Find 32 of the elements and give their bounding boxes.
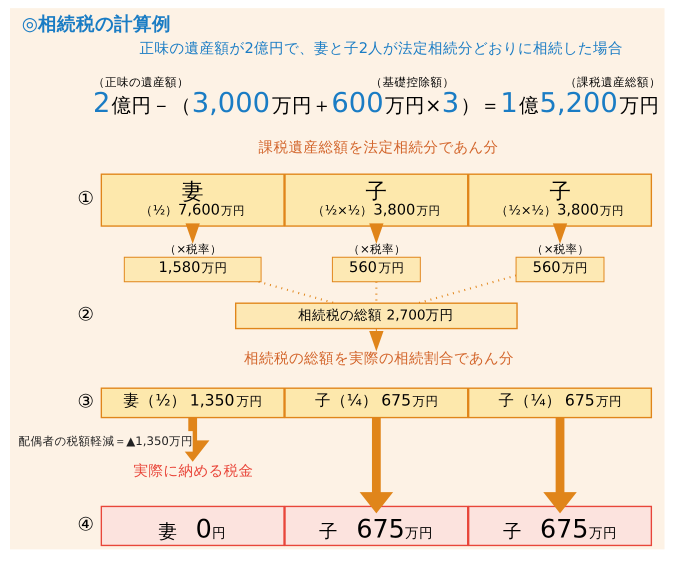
- node-box: 子（¼） 675万円: [468, 388, 652, 418]
- node-box: 相続税の総額 2,700万円: [235, 302, 518, 330]
- arrow: [360, 418, 394, 514]
- label: （正味の遺産額）: [93, 74, 190, 89]
- label: （基礎控除額）: [370, 74, 454, 89]
- arrow: [552, 223, 568, 244]
- label: （課税遺産総額）: [564, 74, 661, 89]
- node-label: （×税率）: [164, 242, 222, 256]
- arrow: [186, 223, 200, 244]
- label: ③: [77, 391, 94, 412]
- label: 2億円－（3,000万円＋600万円×3）＝1億5,200万円: [93, 88, 660, 120]
- node-box: 妻（½） 1,350万円: [100, 388, 285, 418]
- connector: [418, 274, 516, 304]
- label: ④: [77, 514, 94, 536]
- node-box: 妻 0円: [100, 506, 285, 546]
- connector: [258, 280, 335, 304]
- arrow: [369, 223, 384, 244]
- node-text: 相続税の総額を実際の相続割合であん分: [244, 350, 514, 367]
- label: 正味の遺産額が2億円で、妻と子2人が法定相続分どおりに相続した場合: [139, 40, 624, 58]
- label: 課税遺産総額を法定相続分であん分: [258, 138, 499, 156]
- arrow: [369, 328, 384, 352]
- label: ②: [77, 304, 94, 326]
- node-box: 子 675万円: [284, 506, 468, 546]
- diagram-title: ◎相続税の計算例: [22, 14, 171, 35]
- node-label: （×税率）: [532, 242, 590, 256]
- node-label: （×税率）: [348, 242, 406, 256]
- edge-label: 配偶者の税額軽減＝▲1,350万円: [18, 434, 193, 448]
- arrow: [543, 418, 577, 514]
- node-box: 子 675万円: [468, 506, 652, 546]
- node-box: 子（¼） 675万円: [284, 388, 468, 418]
- label: ①: [77, 188, 94, 210]
- node-text: 実際に納める税金: [134, 462, 254, 480]
